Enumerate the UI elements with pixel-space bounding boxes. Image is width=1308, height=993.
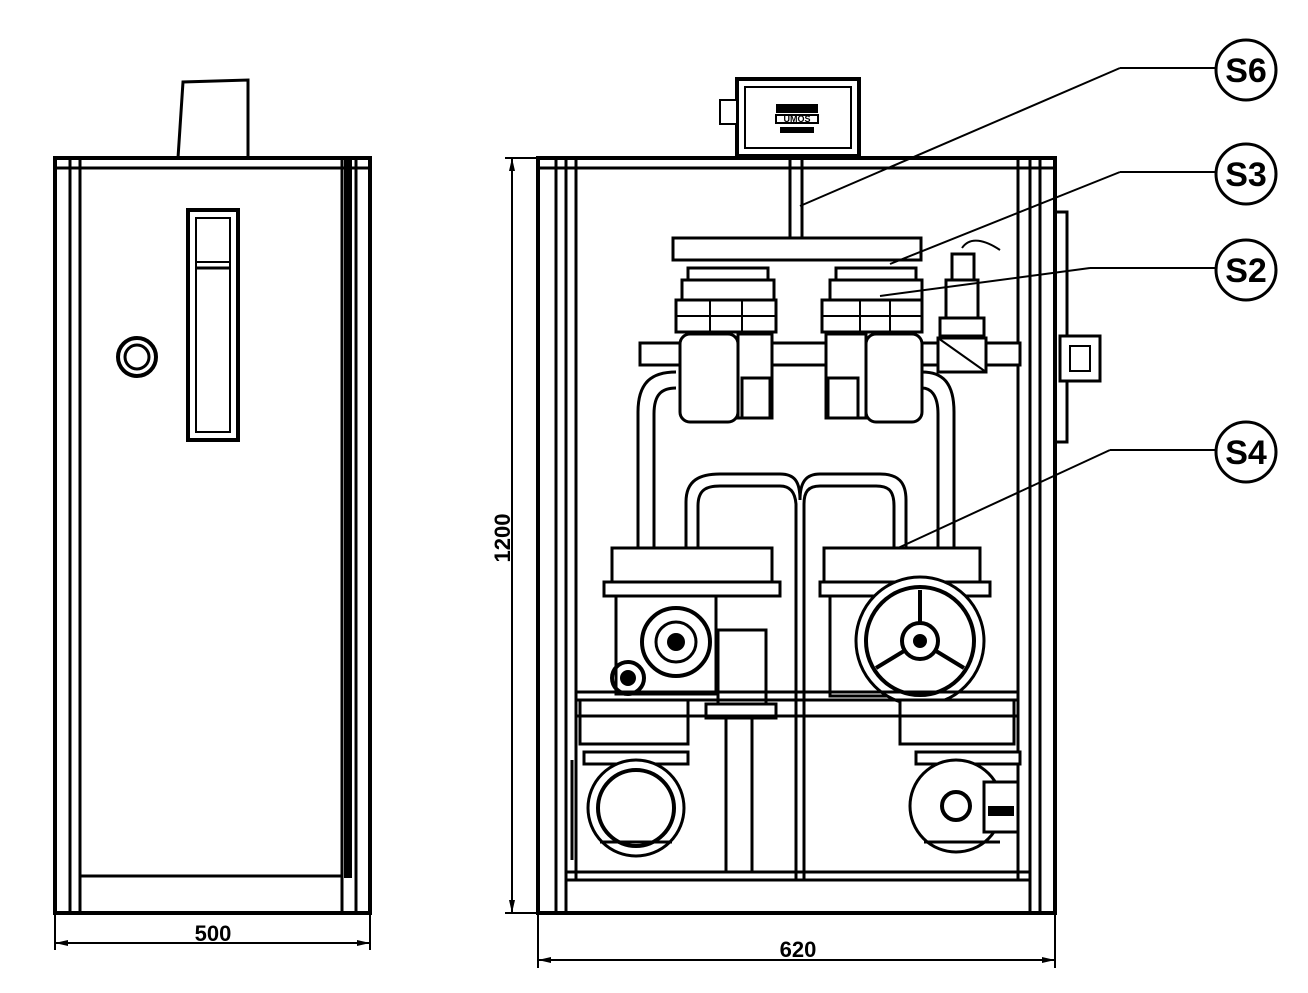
side-cabinet-outline	[53, 156, 372, 915]
side-width-dimension: 500	[54, 915, 371, 950]
side-sight-window	[186, 208, 240, 442]
callouts: S6 S3 S2 S4	[799, 38, 1278, 549]
callout-s2: S2	[879, 238, 1278, 302]
callout-s2-label: S2	[1225, 252, 1267, 290]
side-knob	[116, 336, 158, 378]
height-dimension: 1200	[490, 157, 536, 914]
upper-pump-left	[674, 266, 778, 424]
controller-logo: UMOS	[784, 114, 811, 124]
front-width-dimension: 620	[537, 915, 1056, 968]
connecting-pipes	[636, 370, 956, 880]
controller-box: UMOS	[719, 77, 861, 158]
callout-s6-label: S6	[1225, 52, 1267, 90]
front-cabinet-outline	[536, 156, 1057, 915]
callout-s4: S4	[897, 420, 1278, 549]
top-manifold	[671, 236, 923, 262]
callout-s3-label: S3	[1225, 156, 1267, 194]
front-width-label: 620	[780, 937, 817, 962]
valve-assembly	[936, 239, 1001, 374]
bottom-motor-right	[908, 750, 1022, 854]
lower-pump-right	[818, 546, 992, 707]
lower-pump-left	[602, 546, 782, 696]
callout-s3: S3	[889, 142, 1278, 265]
callout-s4-label: S4	[1225, 434, 1267, 472]
height-label: 1200	[490, 514, 515, 563]
front-view: UMOS	[490, 77, 1102, 968]
side-top-duct	[176, 78, 250, 159]
side-view: 500	[53, 78, 372, 950]
upper-pump-right	[820, 266, 924, 424]
side-width-label: 500	[195, 921, 232, 946]
bottom-motor-left	[570, 750, 690, 860]
callout-s6: S6	[799, 38, 1278, 207]
